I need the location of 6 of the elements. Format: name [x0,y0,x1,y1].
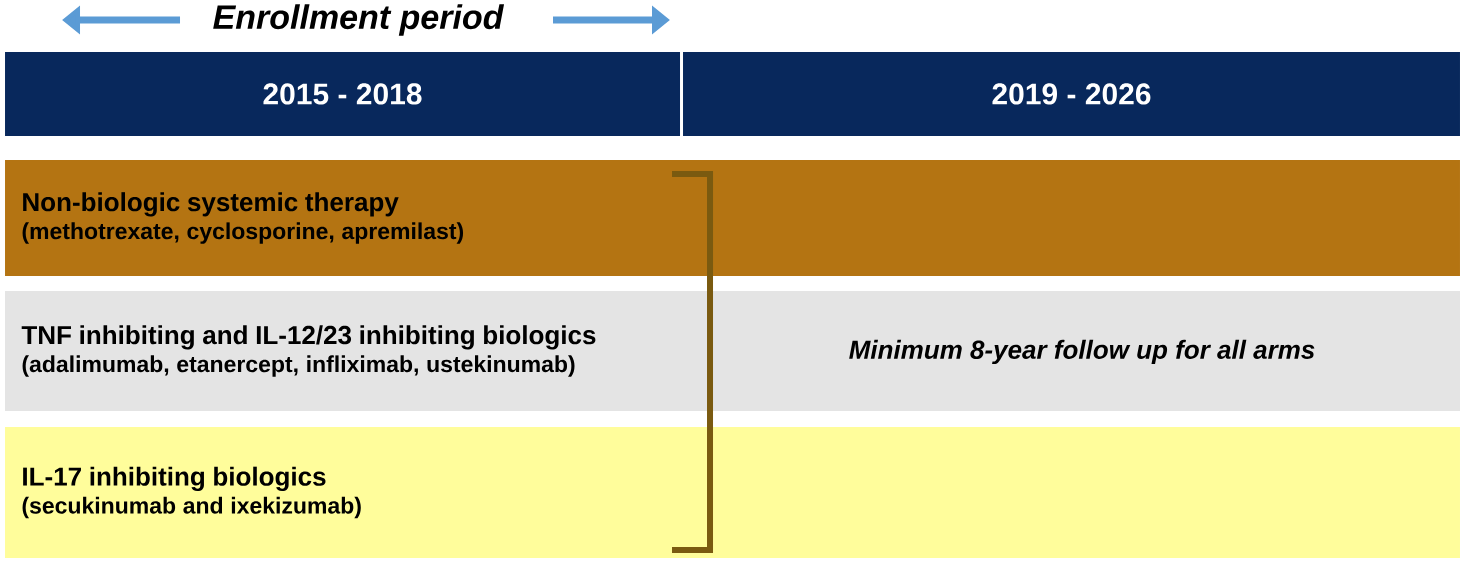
title: Enrollment period [213,4,505,36]
treatment-band: IL-17 inhibiting biologics (secukinumab and ixekizumab) [5,427,1460,558]
treatment-band: Non-biologic systemic therapy (methotrexate, cyclosporine, apremilast) [5,160,1460,276]
follow-up-note: Minimum 8-year follow up for all arms [849,339,1315,365]
year-header: 2015 - 2018 [5,52,680,136]
year-header: 2019 - 2026 [683,52,1460,136]
